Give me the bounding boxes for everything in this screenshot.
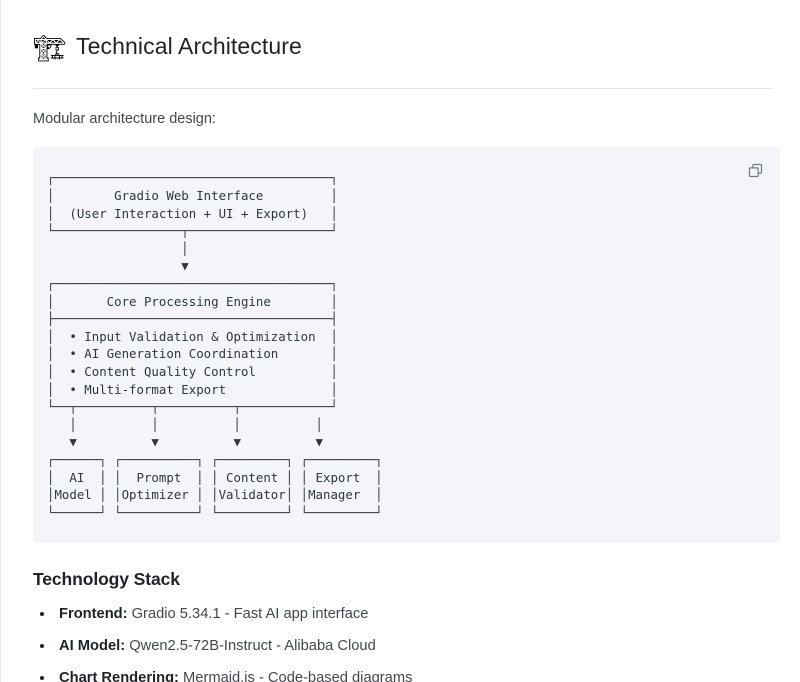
architecture-ascii-art: ┌─────────────────────────────────────┐ … [47, 170, 383, 520]
page-header: 🏗 Technical Architecture [1, 0, 800, 78]
technology-stack-list: Frontend: Gradio 5.34.1 - Fast AI app in… [33, 604, 768, 682]
list-item-label: Chart Rendering: [59, 669, 179, 682]
ascii-diagram-code-block: ┌─────────────────────────────────────┐ … [33, 147, 780, 544]
technology-stack-heading: Technology Stack [33, 569, 180, 590]
list-item-value: Qwen2.5-72B-Instruct - Alibaba Cloud [129, 638, 376, 655]
intro-text: Modular architecture design: [33, 111, 216, 128]
list-item: AI Model: Qwen2.5-72B-Instruct - Alibaba… [55, 636, 768, 657]
list-item-label: AI Model: [59, 638, 126, 655]
list-item: Chart Rendering: Mermaid.js - Code-based… [55, 668, 768, 682]
header-divider [33, 88, 772, 90]
list-item-value: Gradio 5.34.1 - Fast AI app interface [131, 606, 369, 623]
building-construction-icon: 🏗 [33, 33, 67, 64]
list-item-value: Mermaid.js - Code-based diagrams [183, 669, 413, 682]
page-title: Technical Architecture [76, 33, 302, 60]
copy-icon[interactable] [744, 159, 766, 181]
list-item-label: Frontend: [59, 606, 128, 623]
list-item: Frontend: Gradio 5.34.1 - Fast AI app in… [55, 604, 768, 625]
